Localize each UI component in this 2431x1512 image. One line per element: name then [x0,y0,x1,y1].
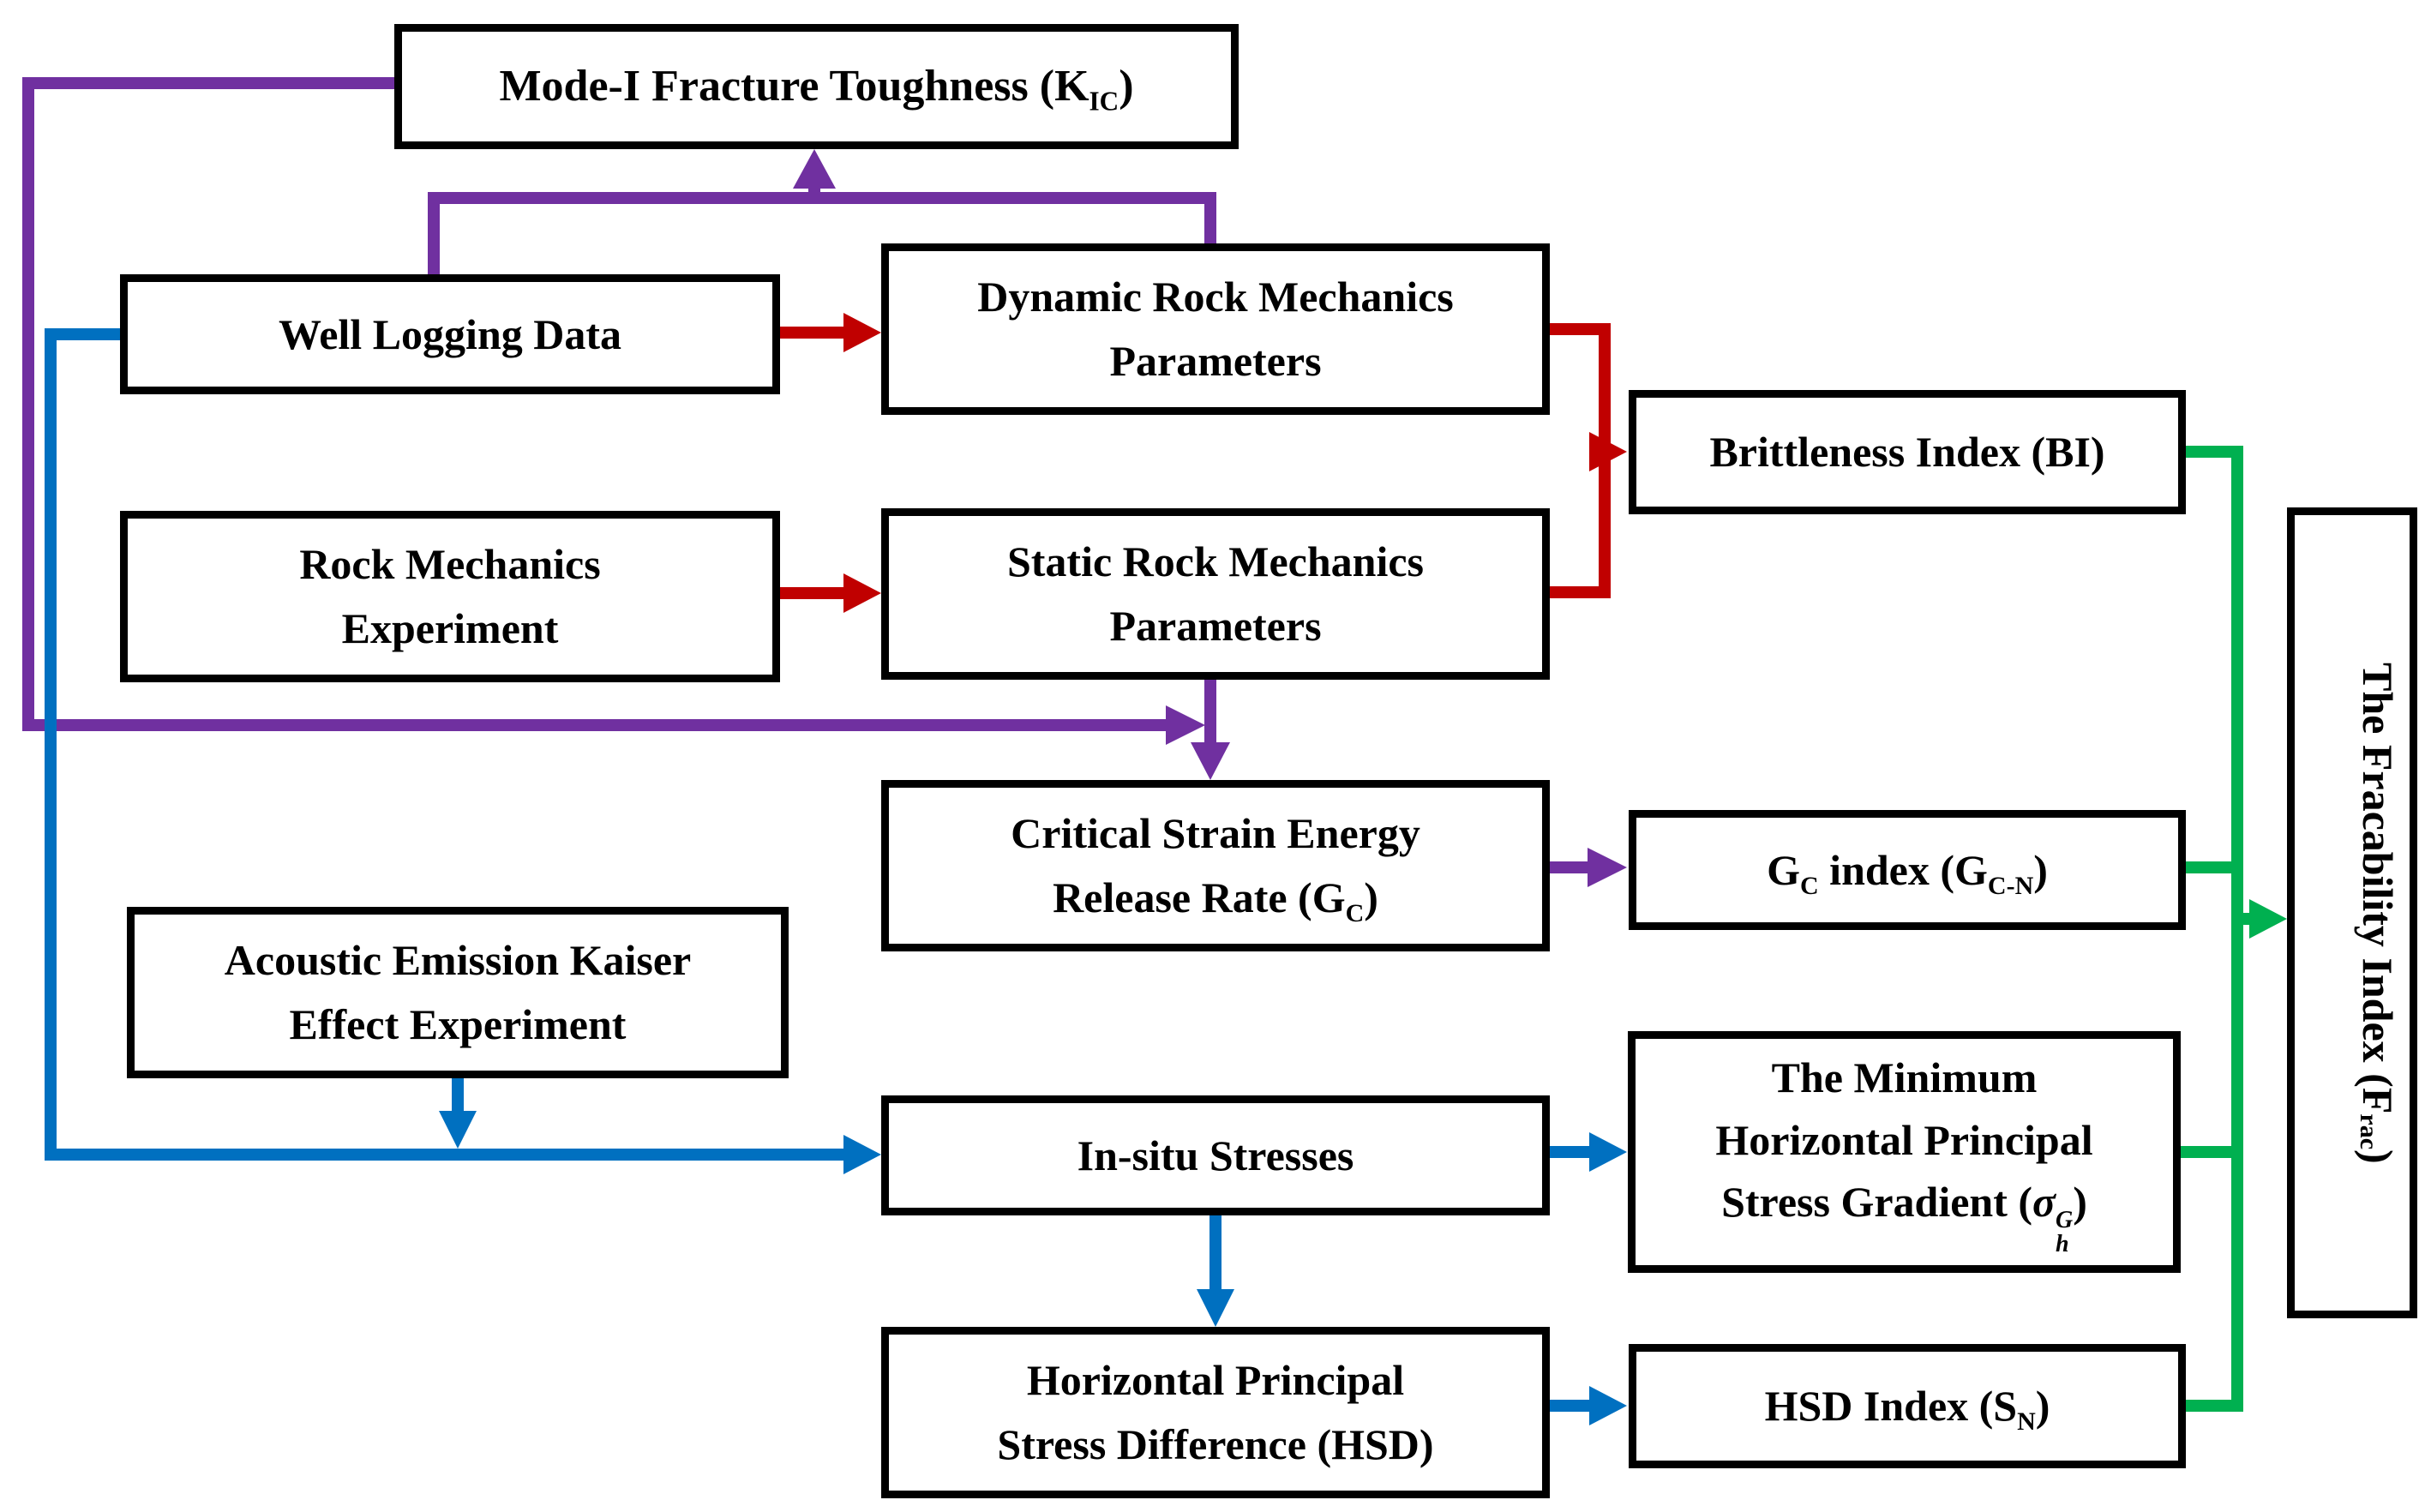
edge-dynamic-to-top-purple-stub [1204,192,1216,243]
node-label: Mode-I Fracture Toughness (KIC) [499,62,1134,117]
edge-minh-to-trunk [2181,1146,2243,1158]
edge-dynamic-to-junction [1550,323,1611,335]
edge-left-purple-vertical [22,77,34,731]
edge-rockexp-to-static-shaft [780,587,845,599]
node-label: The Fracability Index (Frac) [2354,662,2402,1164]
node-label: HSD Index (SN) [1764,1382,2050,1436]
edge-insitu-to-hsd-shaft [1209,1215,1222,1289]
edge-acoustic-down-shaft [452,1077,464,1111]
edge-left-blue-vertical [45,328,57,1161]
node-label: Brittleness Index (BI) [1709,428,2105,476]
edge-well-to-top-purple-stub [428,192,440,274]
edge-left-purple-horizontal [22,719,1166,731]
node-label: GC index (GC-N) [1767,845,2048,900]
node-label: Well Logging Data [278,309,622,358]
edge-insitu-to-minh-arrowhead [1589,1132,1627,1172]
edge-static-to-junction [1550,586,1611,598]
edge-left-blue-horizontal [45,1149,843,1161]
edge-to-insitu-arrowhead [843,1135,881,1174]
node-gc-index: GC index (GC-N) [1629,810,2186,930]
edge-insitu-to-hsd-arrowhead [1197,1289,1234,1327]
edge-insitu-to-minh-shaft [1550,1146,1591,1158]
edge-well-to-dynamic-arrowhead [843,313,881,352]
edge-critical-to-gc-shaft [1550,861,1589,873]
edge-gc-to-trunk [2186,861,2243,873]
edge-to-mode1-arrowhead [793,149,836,189]
node-brittleness-index: Brittleness Index (BI) [1629,390,2186,514]
edge-critical-to-gc-arrowhead [1588,848,1627,887]
node-hsd-index: HSD Index (SN) [1629,1344,2186,1468]
edge-green-trunk-vertical [2231,446,2243,1412]
edge-acoustic-down-arrowhead [439,1111,477,1149]
node-well-logging-data: Well Logging Data [120,274,780,394]
edge-bi-to-trunk [2186,446,2243,458]
edge-mode1-left-stub [22,77,394,89]
node-fracability-index: The Fracability Index (Frac) [2287,507,2417,1318]
edge-to-bi-arrowhead [1589,432,1627,471]
edge-left-purple-arrowhead [1166,705,1205,745]
edge-hsd-to-hsdx-arrowhead [1589,1386,1627,1425]
edge-top-horizontal-purple [428,192,1216,204]
edge-well-left-stub [45,328,120,340]
edge-static-to-critical-arrowhead [1191,742,1230,780]
edge-rockexp-to-static-arrowhead [843,573,881,613]
node-in-situ-stresses: In-situ Stresses [881,1095,1550,1215]
edge-well-to-dynamic-shaft [780,327,845,339]
edge-hsd-to-hsdx-shaft [1550,1400,1591,1412]
edge-static-to-critical-shaft [1204,675,1216,742]
edge-hsdx-to-trunk [2186,1400,2243,1412]
edge-trunk-to-frac-arrowhead [2249,899,2287,939]
edge-to-mode1-shaft [808,183,820,204]
node-mode-i-fracture-toughness: Mode-I Fracture Toughness (KIC) [394,24,1239,149]
node-label: In-situ Stresses [1077,1131,1354,1179]
edge-trunk-to-frac-shaft [2237,913,2253,925]
